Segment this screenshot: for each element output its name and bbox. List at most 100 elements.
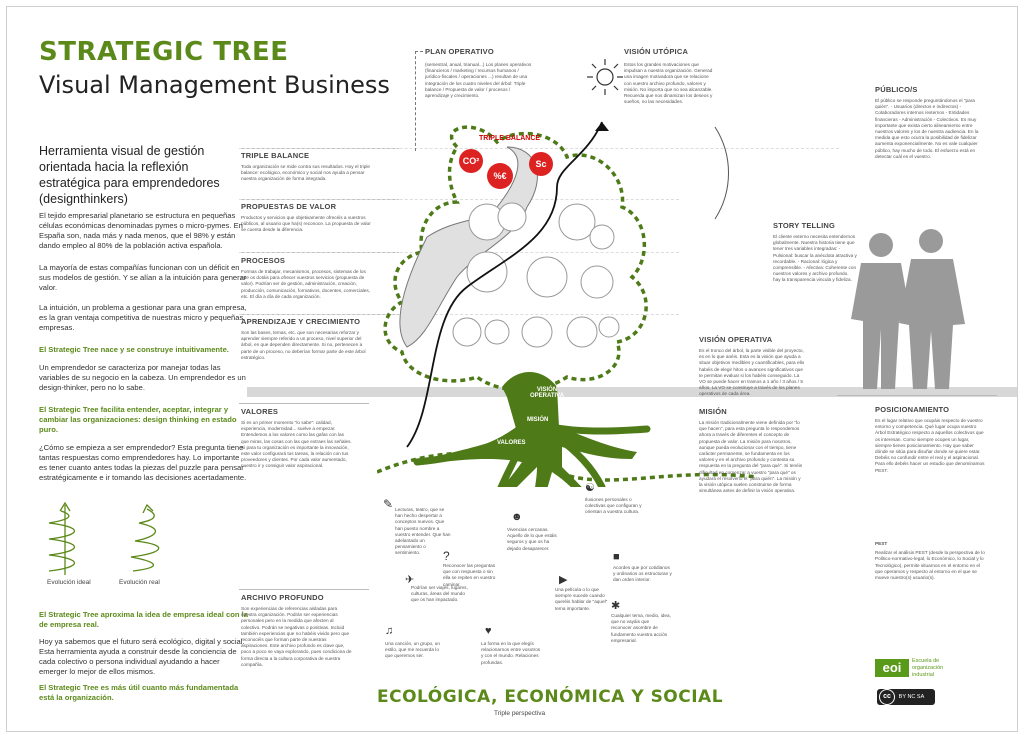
ground-line	[247, 387, 1017, 397]
strategic-tree	[383, 121, 651, 487]
question-icon: ?	[443, 549, 450, 563]
aprendizaje-text: Son las bases, temas, etc. que son neces…	[241, 330, 366, 360]
book-icon: ✎	[383, 497, 394, 511]
growth-arrow-path	[406, 121, 603, 448]
icon-item-9: La forma en la que elegís relacionarnos …	[481, 641, 541, 665]
icon-item-4: Una película o lo que siempre sucede cua…	[555, 587, 608, 611]
icon-item-7: Podrían ser viajes, lugares, culturas, á…	[411, 585, 468, 603]
mision-title: MISIÓN	[699, 407, 727, 416]
story-telling-bracket	[714, 126, 729, 220]
bottom-title: ECOLÓGICA, ECONÓMICA Y SOCIAL	[377, 687, 724, 707]
procesos-text: Formas de trabajar, mecanismos, procesos…	[241, 269, 370, 299]
evolution-ideal-label: Evolución ideal	[47, 579, 91, 586]
tree-trunk	[442, 372, 637, 487]
story-bracket	[713, 125, 729, 220]
plan-operativo-bracket-top	[415, 51, 423, 52]
star-icon: ✱	[611, 600, 621, 612]
valores-text: Si es un primer momento "lo sabe": calid…	[241, 420, 352, 469]
page-subtitle: Visual Management Business	[39, 71, 390, 99]
music-icon: ♫	[385, 625, 394, 637]
film-icon: ▶	[559, 574, 568, 586]
evolution-spirals	[48, 501, 160, 575]
highlight-2: El Strategic Tree facilita entender, ace…	[39, 405, 237, 434]
paragraph-1: El tejido empresarial planetario se estr…	[39, 211, 243, 250]
idea-icon: ☯	[585, 482, 595, 494]
bottom-subtitle: Triple perspectiva	[494, 710, 546, 717]
paragraph-2: La mayoría de estas compañías funcionan …	[39, 263, 247, 292]
story-telling-text: El cliente externo necesita entendernos …	[773, 234, 857, 283]
procesos-block: PROCESOS Formas de trabajar, mecanismos,…	[241, 256, 371, 300]
co2-circle: CO²	[459, 149, 483, 173]
divider	[239, 403, 369, 404]
highlight-1: El Strategic Tree nace y se construye in…	[39, 345, 229, 354]
triple-balance-label: TRIPLE BALANCE	[479, 135, 541, 142]
aprendizaje-block: APRENDIZAJE Y CRECIMIENTO Son las bases,…	[241, 317, 371, 361]
pest-block: PEST Realizar el análisis PEST (desde la…	[875, 541, 987, 581]
icon-item-1: Lecturas, teatro, que se han hecho despe…	[395, 507, 451, 556]
people-silhouette-icon	[851, 229, 965, 389]
sun-icon	[587, 59, 623, 95]
posicionamiento-block: POSICIONAMIENTO Es el lugar relativo que…	[875, 405, 987, 474]
highlight-4: El Strategic Tree es más útil cuanto más…	[39, 683, 239, 702]
travel-icon: ✈	[405, 574, 415, 586]
pest-title: PEST	[875, 541, 888, 546]
paragraph-3: La intuición, un problema a gestionar pa…	[39, 303, 247, 332]
propuestas-block: PROPUESTAS DE VALOR Productos y servicio…	[241, 202, 371, 234]
percent-euro-circle: %€	[487, 163, 513, 189]
cc-icon: cc	[879, 689, 895, 705]
procesos-title: PROCESOS	[241, 256, 286, 265]
icon-item-5: Ilusiones personales o colectivas que co…	[585, 497, 642, 515]
relation-icon: ♥	[485, 625, 492, 637]
growth-arrow-head	[595, 122, 609, 131]
publico-title: PÚBLICO/S	[875, 85, 918, 94]
aprendizaje-title: APRENDIZAJE Y CRECIMIENTO	[241, 317, 361, 326]
vision-utopica-text: Estos los grandes motivaciones que impul…	[624, 62, 713, 105]
divider	[239, 589, 369, 590]
root	[497, 428, 531, 487]
tree-canopy-outline	[383, 125, 648, 392]
archivo-title: ARCHIVO PROFUNDO	[241, 593, 324, 602]
triple-balance-block: TRIPLE BALANCE Toda organización se mide…	[241, 151, 371, 183]
plan-operativo-text: (semestral, anual, trianual...) Los plan…	[425, 62, 532, 99]
root	[413, 423, 526, 466]
tree-vision-label: VISIÓN OPERATIVA	[529, 387, 565, 399]
table-icon: ■	[613, 551, 620, 563]
icon-item-3: Vivencias cercanas. Aquello de lo que es…	[507, 527, 557, 551]
mision-text: La misión tradicionalmente viene definid…	[699, 420, 803, 494]
paragraph-6: Hoy ya sabemos que el futuro será ecológ…	[39, 637, 245, 676]
evolution-real-spiral	[130, 508, 160, 572]
level-line	[239, 148, 839, 149]
people-icon: ☻	[511, 511, 523, 523]
triple-balance-text: Toda organización se mide contra sus res…	[241, 164, 370, 182]
posicionamiento-text: Es el lugar relativo que ocupáis respect…	[875, 418, 985, 473]
vision-utopica-block: VISIÓN UTÓPICA Estos los grandes motivac…	[624, 47, 714, 105]
icon-item-8: Una canción, un grupo, un estilo, que me…	[385, 641, 440, 659]
archivo-block: ARCHIVO PROFUNDO Son experiencias de ref…	[241, 593, 353, 668]
creative-commons-badge: cc BY NC SA	[877, 689, 935, 705]
level-line	[239, 314, 679, 315]
story-telling-title: STORY TELLING	[773, 221, 836, 230]
story-telling-block: STORY TELLING El cliente externo necesit…	[773, 221, 857, 284]
plan-operativo-block: PLAN OPERATIVO (semestral, anual, trianu…	[425, 47, 535, 99]
paragraph-4: Un emprendedor se caracteriza por maneja…	[39, 363, 246, 392]
pest-text: Realizar el análisis PEST (desde la pers…	[875, 550, 985, 581]
intro-text: Herramienta visual de gestión orientada …	[39, 144, 220, 206]
valores-title: VALORES	[241, 407, 279, 416]
valores-block: VALORES Si es un primer momento "lo sabe…	[241, 407, 353, 470]
tree-mision-label: MISIÓN	[527, 417, 549, 423]
evolution-ideal-spiral	[48, 510, 75, 572]
root	[548, 423, 651, 435]
propuestas-title: PROPUESTAS DE VALOR	[241, 202, 337, 211]
icon-item-6: Acordes que por cotidianos y ordinarios …	[613, 565, 672, 583]
eoi-text: Escuela de organización industrial	[912, 658, 944, 678]
page-title: STRATEGIC TREE	[39, 37, 289, 67]
vision-utopica-title: VISIÓN UTÓPICA	[624, 47, 689, 56]
vision-operativa-block: VISIÓN OPERATIVA Es el tronco del árbol,…	[699, 335, 805, 398]
tree-valores-label: VALORES	[497, 440, 526, 446]
social-capital-circle: Sc	[529, 152, 553, 176]
icon-item-10: Cualquier tema, medio, idea, que no vayá…	[611, 613, 671, 643]
divider	[837, 395, 997, 396]
mision-block: MISIÓN La misión tradicionalmente viene …	[699, 407, 805, 494]
plan-operativo-bracket	[415, 51, 417, 151]
propuestas-text: Productos y servicios que objetivamente …	[241, 215, 371, 233]
